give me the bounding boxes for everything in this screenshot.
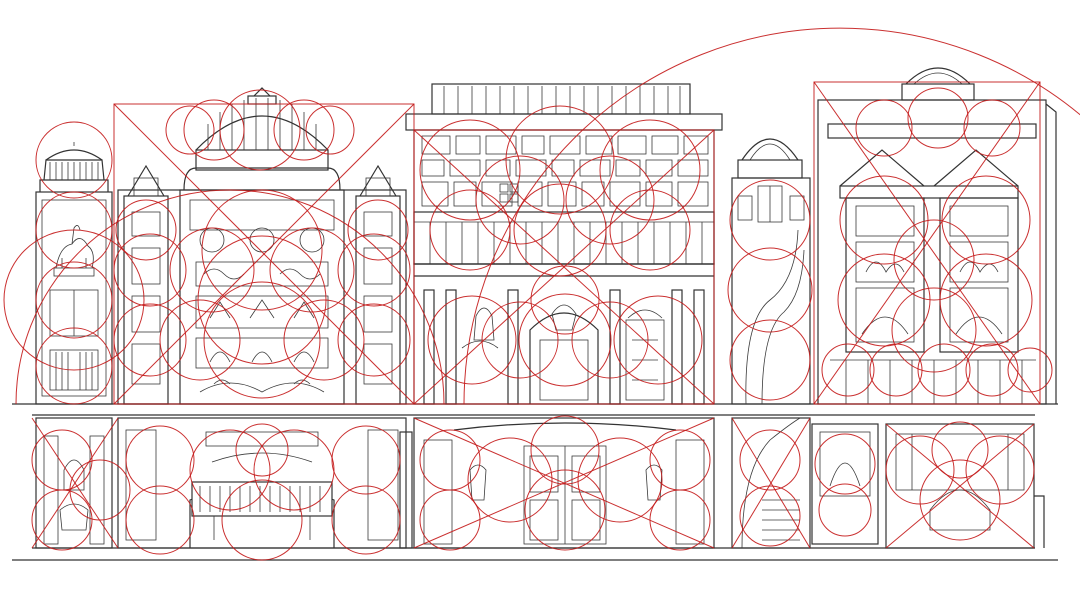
construction-circle [739,485,801,547]
construction-circle [113,233,187,307]
construction-circle [219,89,301,171]
construction-circle [203,281,321,399]
construction-square [813,81,1041,405]
construction-circle [814,433,876,495]
construction-square [413,129,715,405]
stair-tower [731,138,811,549]
construction-line [413,417,715,549]
construction-circle [35,261,113,339]
construction-circle [69,459,131,521]
central-museum-block [399,83,723,549]
construction-line [885,423,1035,549]
construction-circle [165,105,215,155]
construction-circle [331,485,401,555]
construction-circle [891,287,977,373]
construction-circle [189,429,271,511]
red-construction-geometry [3,27,1080,561]
construction-circle [599,119,701,221]
dome-tribune-hall [117,87,407,549]
construction-circle [965,343,1019,397]
construction-circle [577,437,663,523]
construction-circle [524,469,606,551]
construction-circle [613,295,703,385]
construction-circle [739,429,801,491]
right-picture-room-block [811,67,1057,549]
construction-circle [305,105,355,155]
construction-circle [917,343,971,397]
construction-circle [513,183,607,277]
construction-circle [419,429,481,491]
construction-circle [169,227,255,313]
construction-circle [727,247,813,333]
construction-arc [15,189,445,405]
construction-line [813,81,1041,405]
construction-arc [463,27,1080,405]
construction-circle [337,233,411,307]
construction-circle [518,293,612,387]
construction-circle [221,479,303,561]
construction-circle [467,437,553,523]
construction-circle [35,121,113,199]
construction-circle [818,483,872,537]
construction-circle [201,189,323,311]
construction-circle [113,303,187,377]
construction-circle [839,175,929,265]
construction-line [31,417,119,549]
construction-circle [253,429,335,511]
construction-circle [869,343,923,397]
construction-circle [729,179,811,261]
construction-circle [919,459,1001,541]
construction-circle [347,199,409,261]
construction-circle [3,229,145,371]
construction-circle [931,421,989,479]
construction-circle [159,299,241,381]
construction-circle [31,489,93,551]
construction-circle [729,319,811,401]
construction-circle [429,189,511,271]
construction-circle [649,429,711,491]
construction-circle [565,155,655,245]
construction-circle [115,199,177,261]
construction-circle [31,429,93,491]
construction-circle [481,301,559,379]
construction-circle [183,99,245,161]
construction-circle [530,265,600,335]
construction-circle [419,119,521,221]
construction-circle [235,423,289,477]
construction-circle [419,489,481,551]
construction-circle [907,87,969,149]
construction-circle [125,485,195,555]
construction-circle [505,105,615,215]
construction-circle [941,175,1031,265]
construction-circle [571,301,649,379]
construction-circle [427,295,517,385]
construction-circle [609,189,691,271]
construction-circle [821,343,875,397]
construction-line [113,103,415,405]
construction-circle [269,227,355,313]
construction-circle [283,299,365,381]
construction-circle [125,425,195,495]
construction-circle [35,191,113,269]
construction-circle [337,303,411,377]
construction-circle [530,415,600,485]
construction-circle [273,99,335,161]
construction-circle [475,155,565,245]
construction-circle [1007,347,1053,393]
construction-circle [331,425,401,495]
construction-circle [963,99,1021,157]
construction-line [413,129,715,405]
construction-circle [893,219,975,301]
construction-circle [855,99,913,157]
construction-line [731,417,811,549]
construction-circle [649,489,711,551]
construction-circle [35,327,113,405]
